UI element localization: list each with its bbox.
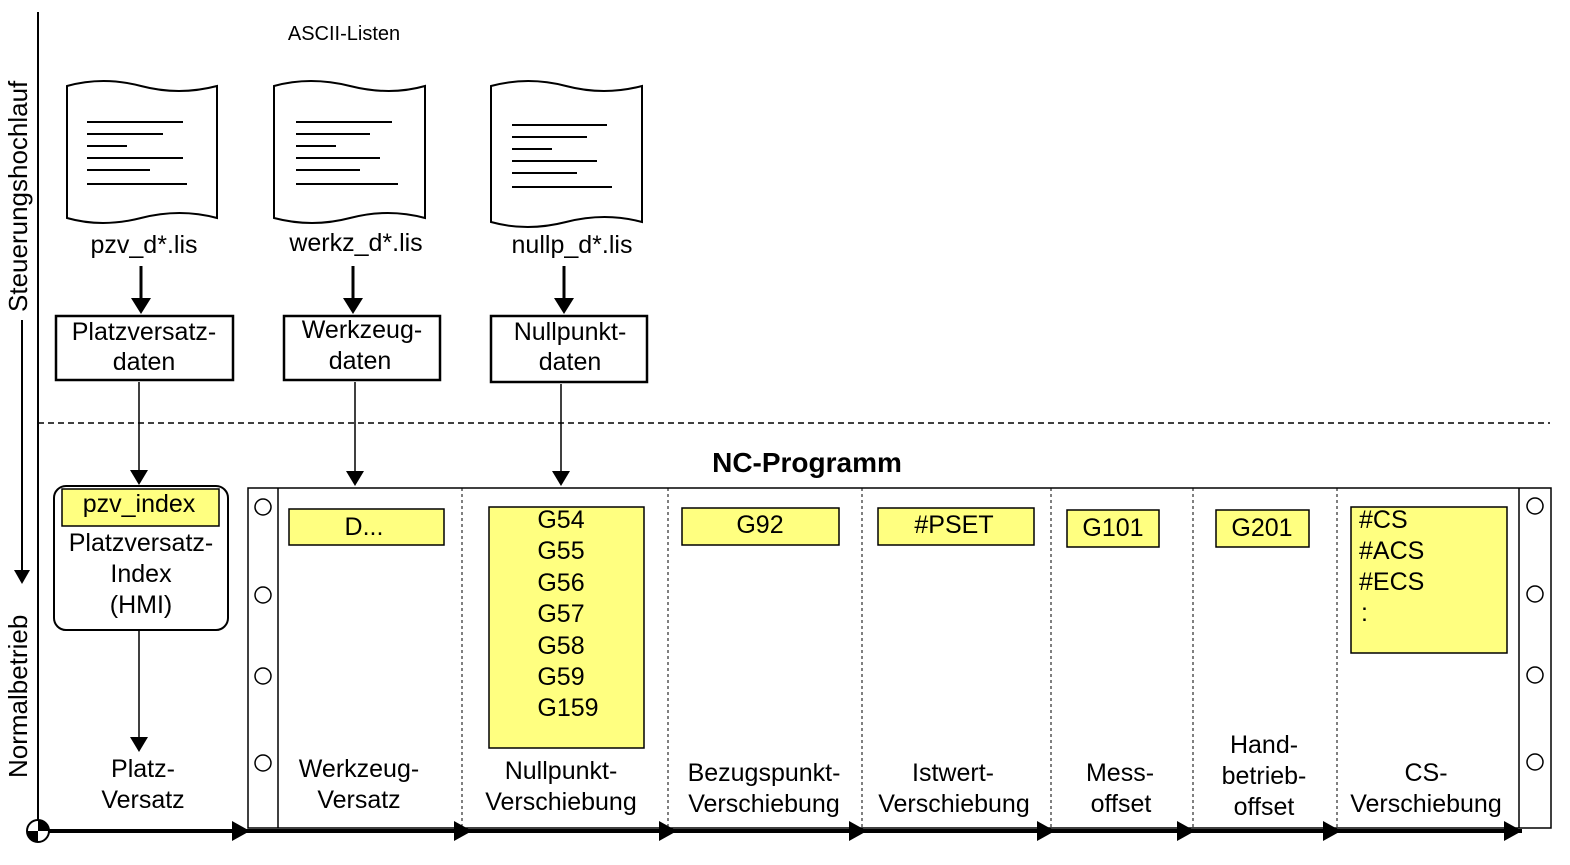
sprocket-hole [254,667,272,685]
column-label-line: Verschiebung [878,790,1030,818]
axis-arrow-head [1037,821,1055,841]
column-label-line: Verschiebung [485,788,637,816]
code-text: #ACS [1359,537,1424,565]
code-text: G57 [537,600,584,628]
axis-arrow-head [1323,821,1341,841]
column-label-line: offset [1234,793,1295,821]
platz-versatz-line: Versatz [101,786,184,814]
column-label-line: Verschiebung [1350,790,1502,818]
code-text: G54 [537,506,584,534]
code-text: G59 [537,663,584,691]
hmi-line: (HMI) [110,591,172,619]
column-label-line: Istwert- [912,759,994,787]
column-label-line: CS- [1404,759,1447,787]
hmi-line: Platzversatz- [69,529,213,557]
data-box-line: Nullpunkt- [514,318,627,346]
axis-arrow-head [232,821,250,841]
axis-arrow-head [659,821,677,841]
data-box [282,314,442,382]
document-icon [490,80,643,228]
data-arrow-head [552,471,570,486]
platz-versatz-line: Platz- [111,755,175,783]
data-box [54,314,235,382]
sprocket-hole [1526,666,1544,684]
code-box [288,508,445,546]
sprocket-hole [1526,585,1544,603]
code-text: G201 [1231,514,1292,542]
code-text: #ECS [1359,568,1424,596]
code-text: G159 [537,694,598,722]
data-box-line: daten [113,348,176,376]
load-arrow-head [131,298,151,314]
code-text: D... [345,513,384,541]
normal-operation-label: Normalbetrieb [3,615,33,778]
sprocket-hole [254,498,272,516]
code-text: G55 [537,537,584,565]
load-arrow-head [554,298,574,314]
load-arrow-head [343,298,363,314]
document-icon [273,80,426,224]
data-box-line: Platzversatz- [72,318,216,346]
hmi-arrow-head [130,737,148,752]
code-text: G92 [736,511,783,539]
column-label-line: Werkzeug- [299,755,419,783]
sprocket-hole [254,586,272,604]
column-label-line: offset [1091,790,1152,818]
code-box [488,506,645,749]
code-text: : [1361,599,1368,627]
column-label-line: betrieb- [1222,762,1307,790]
sprocket-hole [254,754,272,772]
origin-symbol [26,819,50,843]
data-box-line: Werkzeug- [302,316,422,344]
code-box [1066,509,1160,548]
document-icon [66,80,218,224]
code-box [877,507,1035,546]
nc-program-title: NC-Programm [712,447,902,478]
column-label-line: Nullpunkt- [505,757,618,785]
column-label-line: Versatz [317,786,400,814]
code-text: G58 [537,632,584,660]
code-text: #PSET [914,511,993,539]
code-box [681,507,840,546]
hmi-tag: pzv_index [83,490,196,518]
axis-arrow-head [849,821,867,841]
column-label-line: Hand- [1230,731,1298,759]
column-label-line: Bezugspunkt- [688,759,841,787]
startup-label: Steuerungshochlauf [3,80,33,312]
phase-arrow-head [14,570,30,584]
data-box-line: daten [329,347,392,375]
axis-arrow-head [454,821,472,841]
data-box-line: daten [539,348,602,376]
file-name: werkz_d*.lis [288,229,422,257]
sprocket-hole [1526,497,1544,515]
data-box [489,314,649,384]
code-box [1350,506,1508,654]
code-box [1215,509,1310,548]
axis-arrow-head [1177,821,1195,841]
hmi-line: Index [110,560,172,588]
code-text: G56 [537,569,584,597]
sprocket-hole [1526,753,1544,771]
ascii-header: ASCII-Listen [288,23,400,45]
axis-arrow-head [1504,821,1522,841]
column-label-line: Verschiebung [688,790,840,818]
file-name: nullp_d*.lis [512,231,633,259]
code-text: #CS [1359,506,1408,534]
data-arrow-head [346,471,364,486]
hmi-tag-box [61,488,220,527]
code-text: G101 [1082,514,1143,542]
column-label-line: Mess- [1086,759,1154,787]
file-name: pzv_d*.lis [91,231,198,259]
data-arrow-head [130,470,148,485]
